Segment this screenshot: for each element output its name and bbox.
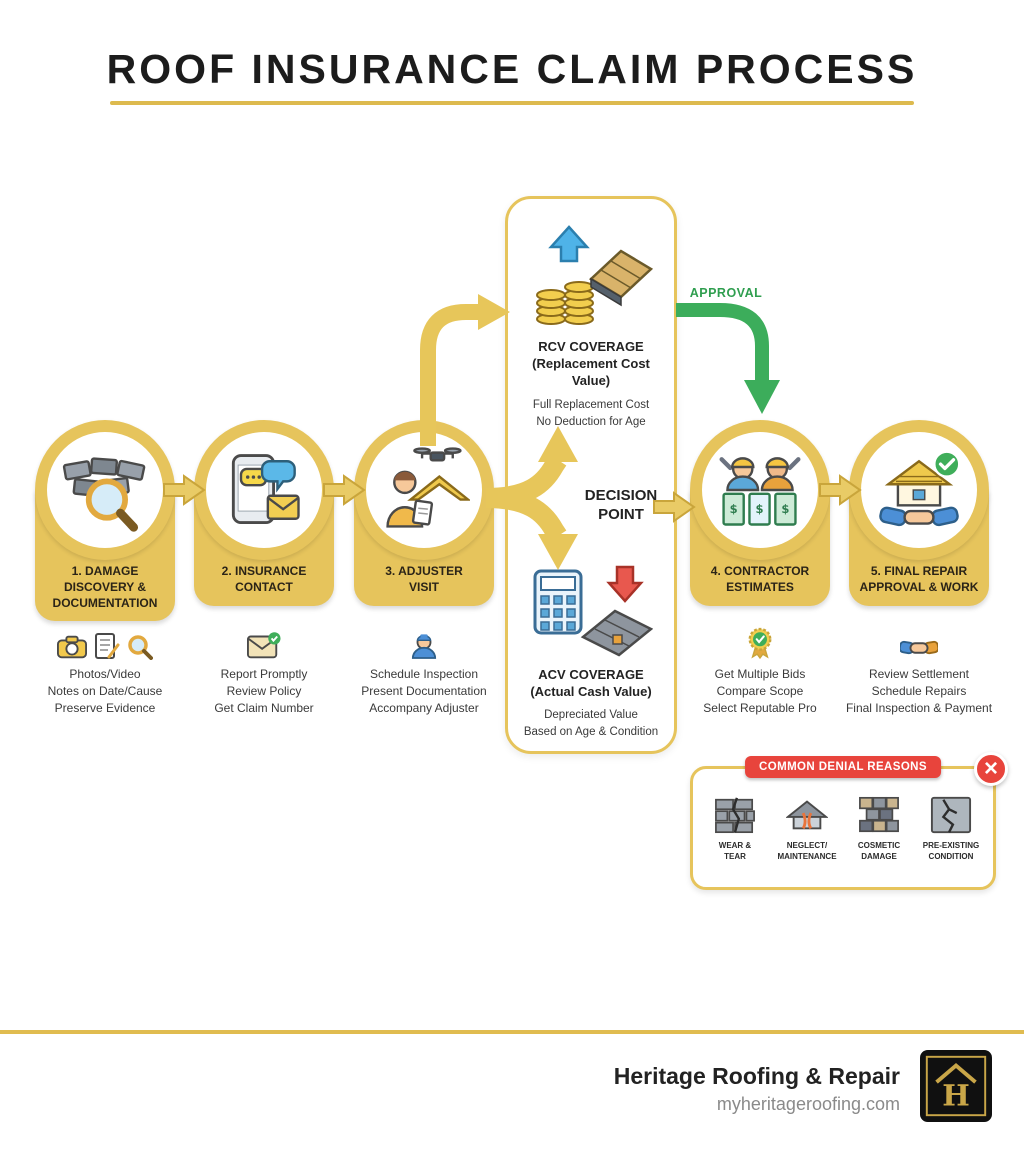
denial-reasons-title: COMMON DENIAL REASONS xyxy=(745,756,941,778)
step-3-detail: Accompany Adjuster xyxy=(369,700,479,715)
denial-label: WEAR & TEAR xyxy=(718,841,752,861)
page-title: ROOF INSURANCE CLAIM PROCESS xyxy=(106,46,918,92)
step-4-detail: Get Multiple Bids xyxy=(714,667,806,681)
step-5-circle xyxy=(849,420,989,560)
cosmetic-damage-icon xyxy=(859,796,899,833)
magnifier-icon xyxy=(128,635,153,660)
final-repair-icon xyxy=(879,450,961,527)
flow-arrow-2-3-icon xyxy=(323,474,366,506)
title-underline xyxy=(110,101,914,105)
damage-discovery-icon xyxy=(62,457,146,532)
denial-item-preexisting: PRE-EXISTING CONDITION xyxy=(918,795,984,863)
rcv-title: RCV COVERAGE (Replacement Cost Value) xyxy=(532,339,650,388)
step-1-circle xyxy=(35,420,175,560)
adjuster-person-icon xyxy=(411,634,437,659)
step-3-circle xyxy=(354,420,494,560)
contractor-estimates-icon: $ $ $ xyxy=(719,457,801,526)
insurance-contact-icon xyxy=(231,454,300,525)
notes-icon xyxy=(95,633,120,659)
approval-label: APPROVAL xyxy=(689,286,763,300)
denial-item-wear-tear: WEAR & TEAR xyxy=(702,795,768,863)
arrow-to-rcv-icon xyxy=(420,294,510,446)
envelope-check-icon xyxy=(247,632,281,659)
step-1-detail: Photos/Video xyxy=(69,667,141,681)
step-2-circle xyxy=(194,420,334,560)
adjuster-visit-icon xyxy=(386,447,470,528)
step-5-detail: Review Settlement xyxy=(868,667,970,681)
step-3-detail: Present Documentation xyxy=(361,683,487,698)
decision-fork-icon xyxy=(486,426,578,570)
svg-text:$: $ xyxy=(781,502,789,516)
denial-reasons-box: COMMON DENIAL REASONS × WEAR & TEAR xyxy=(690,752,1008,890)
step-2-detail: Get Claim Number xyxy=(214,700,314,715)
company-logo: H xyxy=(920,1050,992,1127)
neglect-icon xyxy=(786,800,828,830)
denial-item-cosmetic: COSMETIC DAMAGE xyxy=(846,795,912,863)
step-4-detail: Select Reputable Pro xyxy=(703,700,817,715)
approval-arrow-icon xyxy=(676,303,780,414)
denial-label: PRE-EXISTING CONDITION xyxy=(922,841,980,861)
pre-existing-icon xyxy=(930,796,972,834)
svg-text:$: $ xyxy=(756,502,764,516)
acv-coverage-icon xyxy=(533,565,654,657)
handshake-icon xyxy=(900,640,938,655)
camera-icon xyxy=(57,635,87,659)
step-2-detail: Review Policy xyxy=(226,683,302,698)
svg-text:H: H xyxy=(942,1078,970,1112)
step-5-detail: Schedule Repairs xyxy=(871,683,967,698)
rcv-coverage-icon xyxy=(536,225,654,325)
wear-tear-icon xyxy=(715,797,755,834)
decision-point-box: RCV COVERAGE (Replacement Cost Value) Fu… xyxy=(505,196,677,754)
rcv-details: Full Replacement Cost No Deduction for A… xyxy=(532,399,650,428)
acv-title: ACV COVERAGE (Actual Cash Value) xyxy=(530,667,652,699)
decision-point-label: DECISION POINT xyxy=(584,487,658,523)
close-icon: × xyxy=(974,752,1008,786)
award-ribbon-icon xyxy=(748,627,772,660)
flow-arrow-decision-4-icon xyxy=(653,491,696,523)
step-4-circle: $ $ $ xyxy=(690,420,830,560)
company-name: Heritage Roofing & Repair xyxy=(613,1063,900,1089)
step-4-detail: Compare Scope xyxy=(716,683,804,698)
denial-item-neglect: NEGLECT/ MAINTENANCE xyxy=(774,795,840,863)
step-3-detail: Schedule Inspection xyxy=(369,667,479,681)
step-5-detail: Final Inspection & Payment xyxy=(845,700,993,715)
flow-arrow-1-2-icon xyxy=(163,474,206,506)
heritage-logo-icon: H xyxy=(920,1050,992,1122)
acv-details: Depreciated Value Based on Age & Conditi… xyxy=(523,709,659,738)
step-1-detail: Notes on Date/Cause xyxy=(47,683,163,698)
flow-arrow-4-5-icon xyxy=(819,474,862,506)
svg-text:$: $ xyxy=(730,502,738,516)
company-website: myheritageroofing.com xyxy=(716,1094,900,1114)
denial-label: COSMETIC DAMAGE xyxy=(857,841,901,861)
step-2-detail: Report Promptly xyxy=(220,667,308,681)
step-1-detail: Preserve Evidence xyxy=(54,700,156,715)
footer-divider xyxy=(0,1030,1024,1034)
denial-label: NEGLECT/ MAINTENANCE xyxy=(777,841,837,861)
